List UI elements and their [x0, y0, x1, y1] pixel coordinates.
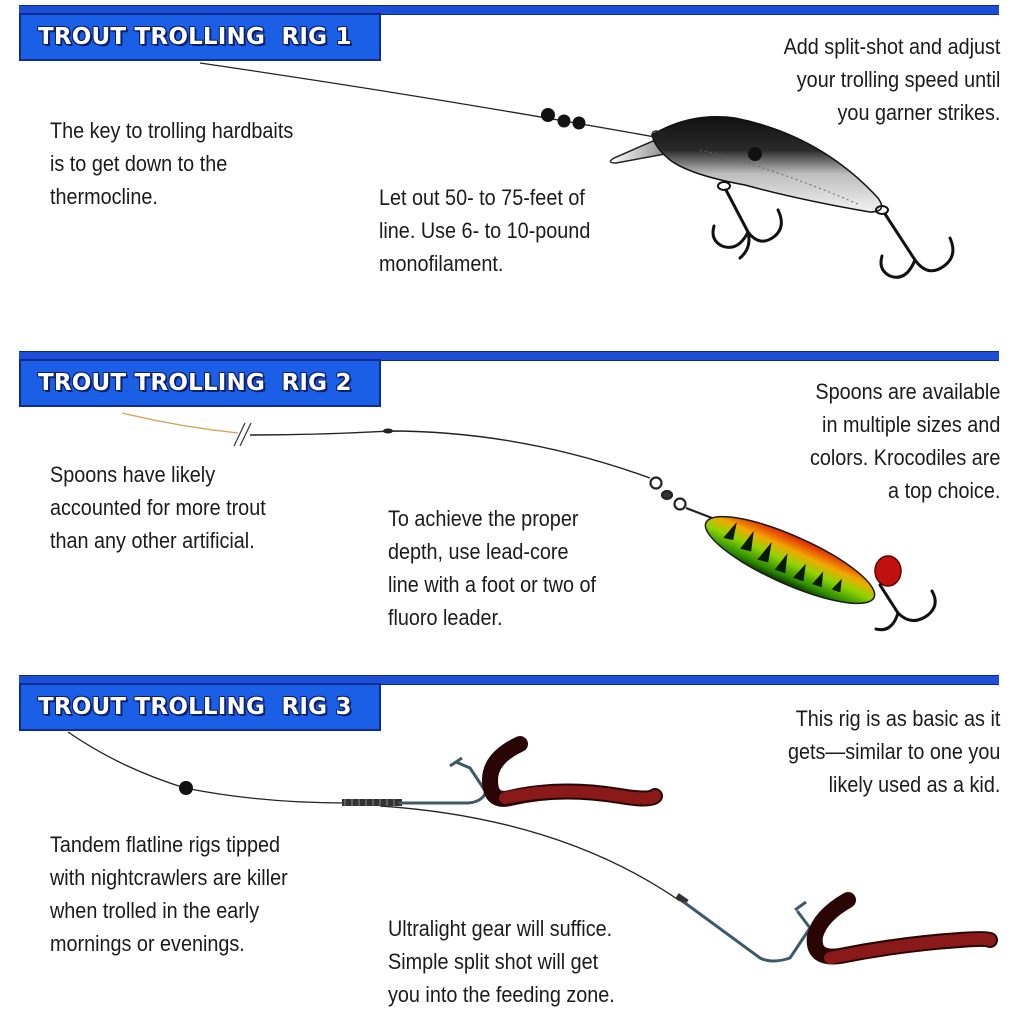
rig-2-note-left: Spoons have likely accounted for more tr…	[50, 458, 266, 557]
rig-3-section: TROUT TROLLING RIG 3 Tandem flatline rig…	[0, 668, 1024, 1017]
note-line: is to get down to the	[50, 151, 228, 176]
rig-1-note-left: The key to trolling hardbaits is to get …	[50, 114, 293, 213]
note-line: Spoons have likely	[50, 462, 216, 487]
note-line: To achieve the proper	[388, 506, 579, 531]
note-line: This rig is as basic as it	[795, 706, 1000, 731]
rig-1-title-box: TROUT TROLLING RIG 1	[19, 13, 381, 61]
note-line: Add split-shot and adjust	[783, 34, 1000, 59]
note-line: Tandem flatline rigs tipped	[50, 832, 281, 857]
note-line: Spoons are available	[815, 379, 1000, 404]
note-line: mornings or evenings.	[50, 931, 245, 956]
crankbait-icon	[199, 62, 955, 279]
note-line: Ultralight gear will suffice.	[388, 916, 613, 941]
rig-3-title-box: TROUT TROLLING RIG 3	[19, 683, 381, 731]
rig-2-note-right: Spoons are available in multiple sizes a…	[810, 375, 1000, 507]
note-line: gets—similar to one you	[787, 739, 1000, 764]
note-line: you garner strikes.	[837, 100, 1000, 125]
note-line: fluoro leader.	[388, 605, 503, 630]
note-line: thermocline.	[50, 184, 158, 209]
note-line: line with a foot or two of	[388, 572, 597, 597]
rig-1-note-right: Add split-shot and adjust your trolling …	[783, 30, 1000, 129]
rig-3-header-rule	[19, 675, 999, 685]
rig-1-note-middle: Let out 50- to 75-feet of line. Use 6- t…	[379, 181, 590, 280]
note-line: in multiple sizes and	[821, 412, 1000, 437]
note-line: you into the feeding zone.	[388, 982, 615, 1007]
note-line: with nightcrawlers are killer	[50, 865, 288, 890]
rig-1-section: TROUT TROLLING RIG 1	[0, 0, 1024, 330]
note-line: The key to trolling hardbaits	[50, 118, 294, 143]
note-line: than any other artificial.	[50, 528, 255, 553]
note-line: monofilament.	[379, 251, 504, 276]
note-line: depth, use lead-core	[388, 539, 569, 564]
rig-3-title: TROUT TROLLING RIG 3	[38, 694, 352, 720]
note-line: likely used as a kid.	[828, 772, 1000, 797]
split-shot-icon	[179, 781, 193, 795]
nightcrawler-harness-icon	[67, 731, 998, 965]
note-line: line. Use 6- to 10-pound	[379, 218, 591, 243]
note-line: your trolling speed until	[796, 67, 1000, 92]
note-line: accounted for more trout	[50, 495, 266, 520]
note-line: Simple split shot will get	[388, 949, 599, 974]
note-line: when trolled in the early	[50, 898, 260, 923]
split-shot-icon	[541, 108, 586, 130]
rig-1-title: TROUT TROLLING RIG 1	[38, 24, 352, 50]
rig-2-note-middle: To achieve the proper depth, use lead-co…	[388, 502, 596, 634]
rig-3-note-left: Tandem flatline rigs tipped with nightcr…	[50, 828, 288, 960]
rig-3-note-middle: Ultralight gear will suffice. Simple spl…	[388, 912, 615, 1011]
note-line: colors. Krocodiles are	[809, 445, 1000, 470]
rig-2-header-rule	[19, 351, 999, 361]
note-line: Let out 50- to 75-feet of	[379, 185, 585, 210]
rig-2-section: TROUT TROLLING RIG 2	[0, 345, 1024, 655]
rig-3-note-right: This rig is as basic as it gets—similar …	[788, 702, 1000, 801]
note-line: a top choice.	[887, 478, 1000, 503]
rig-1-header-rule	[19, 5, 999, 15]
spoon-icon	[121, 412, 937, 632]
rig-2-title: TROUT TROLLING RIG 2	[38, 370, 352, 396]
rig-2-title-box: TROUT TROLLING RIG 2	[19, 359, 381, 407]
